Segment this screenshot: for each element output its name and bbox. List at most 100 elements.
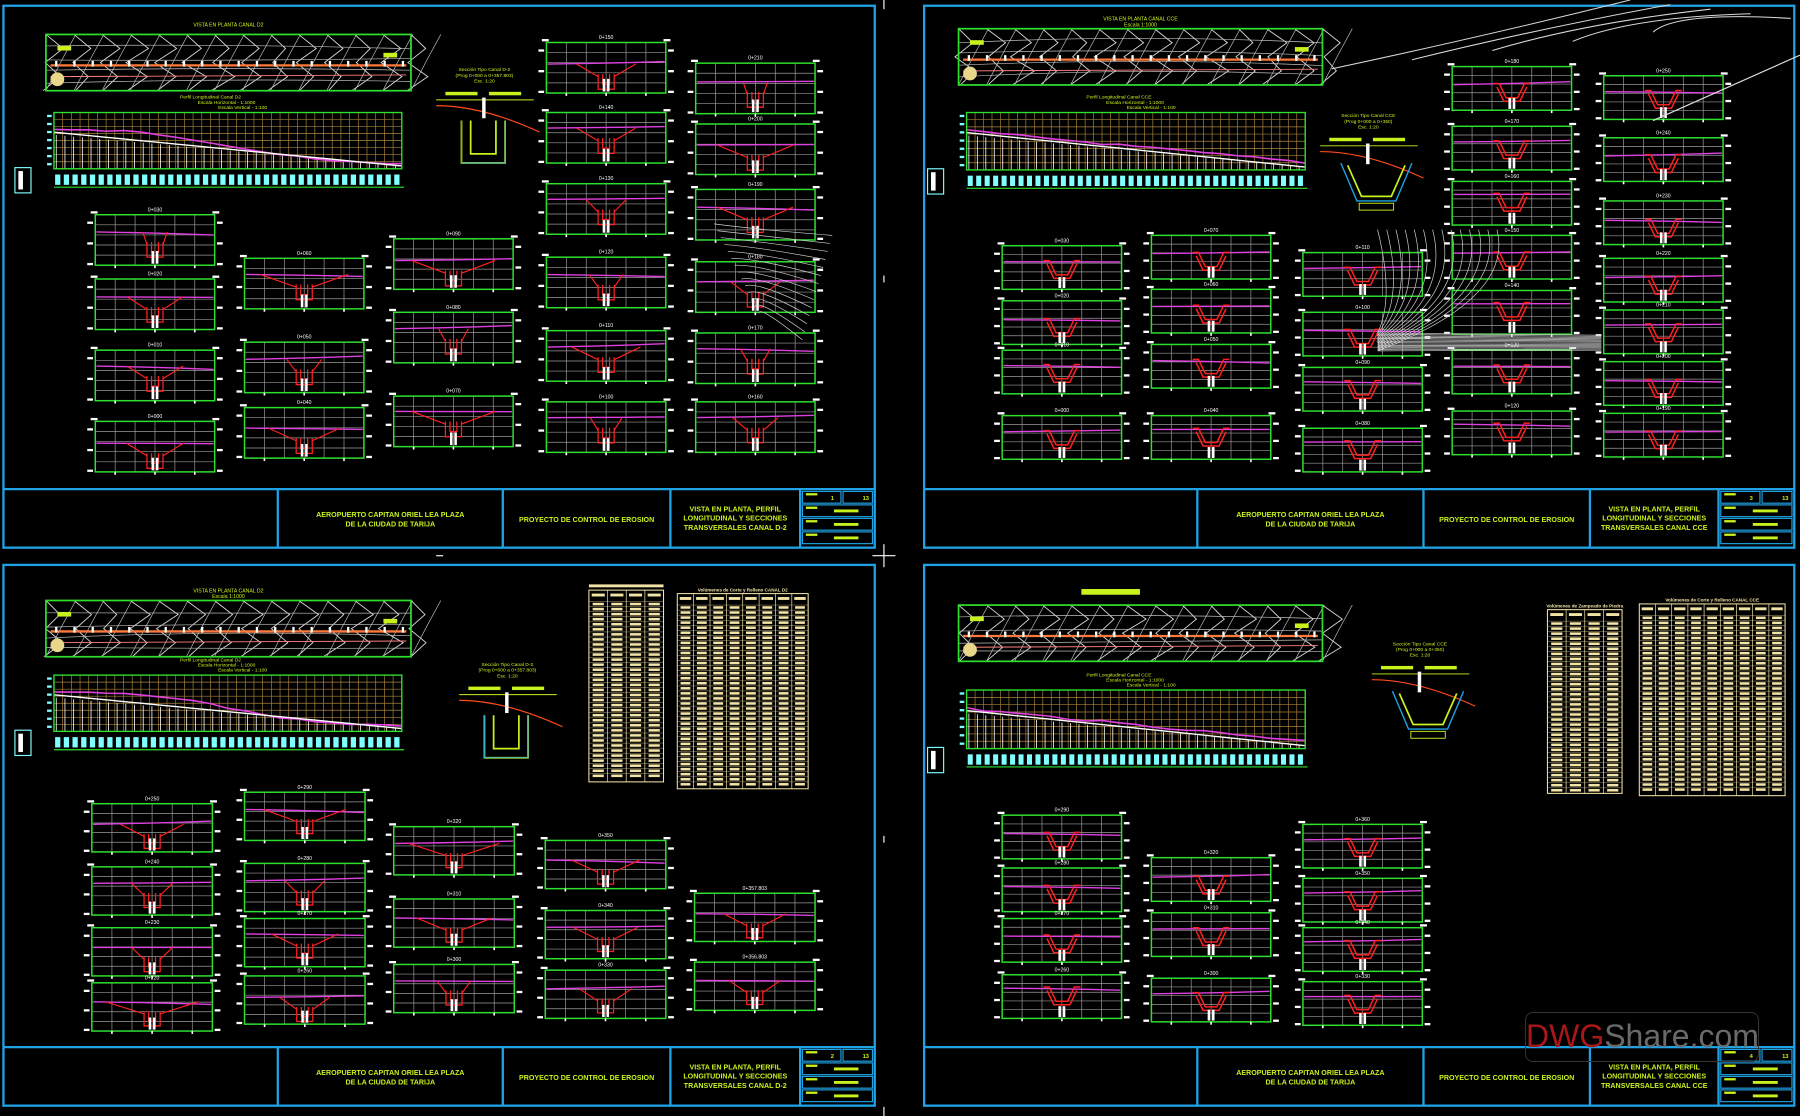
table-cell-value <box>680 641 691 645</box>
elevation-tick <box>1294 848 1301 851</box>
elevation-tick <box>1595 454 1602 457</box>
table-cell-value <box>746 737 756 741</box>
channel-section <box>1344 837 1381 858</box>
elevation-tick <box>1123 998 1130 1002</box>
table-cell-value <box>1674 656 1685 660</box>
elevation-tick <box>537 1016 543 1019</box>
offset-tick <box>1100 911 1103 915</box>
cross-section: 0+060 <box>236 251 372 312</box>
axis-marker <box>482 97 486 119</box>
table-cell-value <box>729 707 740 710</box>
table-cell-value <box>611 628 623 631</box>
station-data-cell <box>237 737 243 748</box>
elevation-tick <box>87 285 93 289</box>
elevation-tick <box>994 856 1000 859</box>
table-cell-value <box>1772 621 1782 625</box>
table-cell-value <box>648 739 660 742</box>
cell-value <box>1752 1080 1778 1084</box>
table-cell-value <box>1755 783 1766 786</box>
axis-marker <box>1212 944 1215 956</box>
elevation-tick <box>1143 899 1150 902</box>
offset-tick <box>604 1018 607 1022</box>
program-name: PROYECTO DE CONTROL DE EROSION <box>519 516 654 524</box>
sheet-number: 1 <box>831 496 835 502</box>
cross-section: 0+310 <box>385 892 523 951</box>
title-block-cell <box>1720 490 1761 504</box>
offset-tick <box>1021 289 1023 293</box>
axis-marker <box>602 438 606 451</box>
axis-marker <box>305 826 309 839</box>
axis-marker <box>454 933 458 946</box>
table-cell-value <box>746 722 756 725</box>
corner-tick <box>541 327 549 330</box>
axis-marker <box>301 898 304 911</box>
station-data-cell <box>255 737 261 748</box>
station-data-cell <box>1145 175 1151 186</box>
offset-tick <box>1622 181 1625 185</box>
table-cell-value <box>680 737 691 741</box>
table-cell-value <box>696 772 707 776</box>
offset-tick <box>1702 456 1704 460</box>
table-cell-value <box>1588 773 1600 777</box>
axis-marker <box>305 443 308 457</box>
elevation-tick <box>668 160 674 164</box>
corner-tick <box>1599 409 1606 413</box>
table-cell-value <box>1739 768 1750 771</box>
table-cell-value <box>648 729 660 732</box>
table-cell-value <box>611 729 623 732</box>
table-cell-value <box>1658 763 1669 766</box>
table-cell-value <box>1588 677 1600 681</box>
station-mark <box>401 60 405 67</box>
table-cell-value <box>1707 747 1718 751</box>
table-cell-value <box>1772 722 1782 726</box>
axis-marker <box>155 386 159 400</box>
table-cell-value <box>746 636 756 640</box>
corner-tick <box>239 915 247 918</box>
corner-tick <box>691 186 698 189</box>
axis-marker <box>153 901 156 914</box>
table-column-header <box>591 593 605 597</box>
table-cell-value <box>1642 712 1653 716</box>
table-cell-value <box>1723 707 1734 711</box>
table-column-header <box>1550 613 1564 616</box>
table-cell-value <box>1642 737 1653 741</box>
end-label-tag <box>1294 623 1309 629</box>
table-cell-value <box>778 606 789 609</box>
elevation-tick <box>87 221 93 224</box>
table-cell-value <box>680 676 691 680</box>
table-cell-value <box>729 717 740 720</box>
offset-tick <box>1100 344 1103 348</box>
contour-line <box>242 600 273 657</box>
elevation-tick <box>668 90 674 93</box>
table-cell-value <box>1755 742 1766 746</box>
table-cell-value <box>1674 651 1685 655</box>
elevation-tick <box>668 450 674 453</box>
plan-view-title: VISTA EN PLANTA CANAL D2 <box>193 22 263 28</box>
plan-frame <box>45 599 412 658</box>
offset-tick <box>754 383 757 387</box>
contour-line <box>1572 13 1751 42</box>
station-data-cell <box>1230 175 1236 186</box>
cut-slope <box>438 328 469 342</box>
axis-marker <box>1363 284 1367 295</box>
offset-tick <box>1250 332 1252 336</box>
elevation-tick <box>216 469 223 472</box>
table-cell-value <box>1755 692 1766 695</box>
elevation-tick <box>1595 265 1602 268</box>
axis-marker <box>602 367 606 380</box>
table-cell-value <box>1551 738 1563 742</box>
table-cell-value <box>592 693 604 697</box>
elevation-label <box>959 131 965 134</box>
station-mark <box>1113 55 1116 61</box>
drawing-title: TRANSVERSALES CANAL D-2 <box>684 1082 787 1090</box>
table-cell-value <box>696 702 707 705</box>
section-station-label: 0+200 <box>1656 354 1671 360</box>
crosshair-cursor[interactable] <box>872 544 896 568</box>
corner-tick <box>1447 177 1455 181</box>
table-cell-value <box>795 737 805 741</box>
table-cell-value <box>1723 747 1734 751</box>
terrain-line <box>547 197 665 201</box>
station-data-cell <box>185 737 191 748</box>
elevation-tick <box>216 398 223 401</box>
